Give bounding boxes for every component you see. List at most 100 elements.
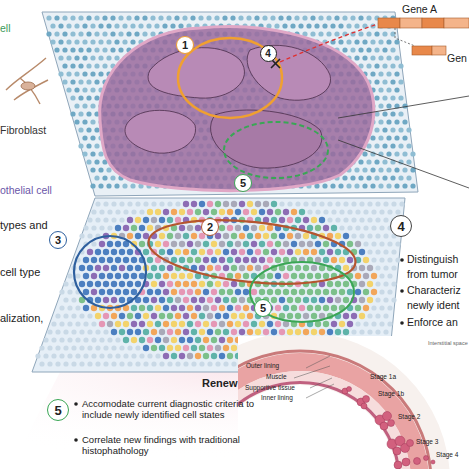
spot (167, 329, 173, 335)
spot (379, 289, 384, 294)
spot (367, 313, 372, 318)
spot (223, 249, 229, 255)
spot (374, 47, 379, 52)
spot (342, 47, 347, 52)
top-plane (42, 12, 418, 196)
spot (379, 225, 384, 230)
spot (371, 241, 376, 246)
text-label: Correlate new findings with traditional … (82, 434, 274, 457)
spot (295, 313, 301, 319)
spot (374, 95, 379, 100)
spot (119, 201, 124, 206)
spot (203, 353, 209, 359)
spot (171, 321, 177, 327)
spot (82, 103, 87, 108)
spot (215, 297, 221, 303)
spot (103, 249, 109, 255)
spot (311, 201, 316, 206)
spot (59, 305, 64, 310)
spot (55, 313, 60, 318)
spot (339, 257, 345, 263)
spot (94, 63, 99, 68)
spot (58, 55, 63, 60)
callout-circle: 5 (254, 299, 272, 317)
spot (122, 23, 127, 28)
spot (263, 329, 269, 335)
bullet (400, 289, 404, 293)
spot (107, 337, 112, 342)
spot (78, 31, 83, 36)
spot (94, 79, 99, 84)
text-label: Stage 1a (370, 373, 396, 381)
spot (243, 257, 249, 263)
spot (378, 135, 383, 140)
spot (123, 257, 129, 263)
callout-circle: 4 (390, 215, 412, 237)
spot (347, 209, 352, 214)
spot (147, 225, 153, 231)
spot (402, 167, 407, 172)
spot (267, 225, 273, 231)
spot (366, 47, 371, 52)
spot (187, 305, 193, 311)
tissue-lobe (247, 45, 330, 100)
spot (275, 321, 281, 327)
spot (271, 201, 277, 207)
spot (347, 257, 353, 263)
spot (339, 209, 344, 214)
spot (179, 353, 185, 359)
spot (382, 175, 387, 180)
spot (99, 225, 104, 230)
spot (150, 31, 155, 36)
spot (334, 31, 339, 36)
spot (191, 329, 197, 335)
spot (239, 297, 245, 303)
spot (387, 209, 392, 214)
spot (402, 151, 407, 156)
spot (107, 209, 112, 214)
spot (279, 201, 284, 206)
spot (86, 111, 91, 116)
spot (378, 119, 383, 124)
spot (138, 23, 143, 28)
spot (262, 15, 267, 20)
spot (143, 297, 149, 303)
spot (247, 265, 253, 271)
text-label: Gene A (402, 3, 437, 16)
spot (387, 289, 392, 294)
spot (283, 241, 289, 247)
spot (86, 159, 91, 164)
text-label: Distinguish (407, 253, 458, 266)
spot (275, 273, 281, 279)
spot (319, 249, 325, 255)
spot (135, 361, 140, 366)
spot (103, 201, 108, 206)
spot (187, 289, 193, 295)
spot (78, 95, 83, 100)
spot (378, 71, 383, 76)
spot (402, 103, 407, 108)
spot (327, 281, 333, 287)
spot (382, 47, 387, 52)
spot (355, 273, 361, 279)
spot (123, 337, 129, 343)
spot (163, 289, 169, 295)
spot (358, 47, 363, 52)
spot (131, 321, 137, 327)
spot (175, 281, 181, 287)
spot (299, 209, 305, 215)
spot (106, 23, 111, 28)
spot (86, 95, 91, 100)
spot (367, 297, 373, 303)
spot (287, 217, 293, 223)
spot (363, 257, 369, 263)
spot (366, 175, 371, 180)
spot (70, 15, 75, 20)
spot (323, 241, 329, 247)
spot (114, 183, 119, 188)
spot (219, 321, 225, 327)
spot (383, 281, 388, 286)
spot (115, 241, 121, 247)
spot (83, 225, 88, 230)
spot (363, 321, 368, 326)
